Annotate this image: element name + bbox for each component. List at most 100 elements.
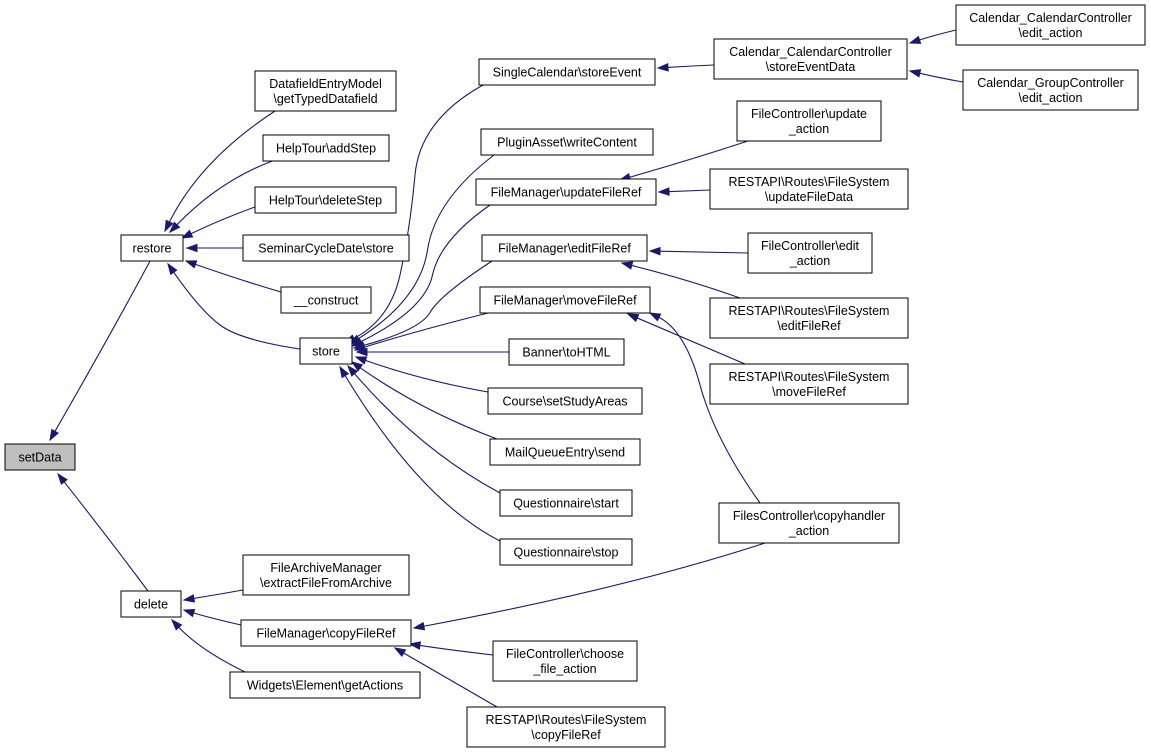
arrowhead-icon bbox=[657, 187, 670, 196]
node-box[interactable] bbox=[466, 706, 666, 748]
node-box[interactable] bbox=[280, 286, 372, 314]
node-box[interactable] bbox=[718, 502, 900, 544]
node-ccsed[interactable]: Calendar_CalendarController\storeEventDa… bbox=[713, 38, 908, 80]
node-fcchoose[interactable]: FileController\choose_file_action bbox=[492, 640, 638, 682]
node-htadd[interactable]: HelpTour\addStep bbox=[262, 134, 390, 162]
node-box[interactable] bbox=[242, 234, 410, 262]
node-fmupd[interactable]: FileManager\updateFileRef bbox=[475, 178, 657, 206]
node-fmmove[interactable]: FileManager\moveFileRef bbox=[479, 286, 651, 314]
node-qstop[interactable]: Questionnaire\stop bbox=[499, 538, 633, 566]
edge-line bbox=[177, 626, 246, 673]
node-label: Calendar_CalendarController bbox=[969, 11, 1132, 25]
edge-htadd-to-restore bbox=[168, 159, 276, 234]
node-store[interactable]: store bbox=[299, 337, 353, 365]
node-fcedit[interactable]: FileController\edit_action bbox=[747, 232, 873, 274]
node-wega[interactable]: Widgets\Element\getActions bbox=[229, 671, 421, 699]
edge-line bbox=[54, 260, 151, 433]
edge-rfsedit-to-fmedit bbox=[620, 261, 741, 299]
node-ccedit[interactable]: Calendar_CalendarController\edit_action bbox=[955, 4, 1146, 46]
node-box[interactable] bbox=[499, 489, 633, 517]
arrowhead-icon bbox=[57, 472, 68, 485]
node-label: FilesController\copyhandler bbox=[733, 509, 885, 523]
node-label: \moveFileRef bbox=[772, 385, 846, 399]
node-label: RESTAPI\Routes\FileSystem bbox=[729, 304, 890, 318]
edge-line bbox=[344, 374, 501, 542]
node-fscopy[interactable]: FilesController\copyhandler_action bbox=[718, 502, 900, 544]
arrowhead-icon bbox=[180, 229, 194, 239]
node-box[interactable] bbox=[120, 590, 182, 618]
node-label: FileController\choose bbox=[506, 647, 624, 661]
arrowhead-icon bbox=[347, 364, 359, 377]
node-paw[interactable]: PluginAsset\writeContent bbox=[480, 128, 654, 156]
node-setData[interactable]: setData bbox=[4, 443, 76, 471]
arrowhead-icon bbox=[49, 428, 59, 442]
node-box[interactable] bbox=[736, 100, 882, 142]
node-scstore[interactable]: SingleCalendar\storeEvent bbox=[478, 58, 656, 86]
node-box[interactable] bbox=[254, 186, 397, 214]
node-qstart[interactable]: Questionnaire\start bbox=[499, 489, 633, 517]
node-dem[interactable]: DatafieldEntryModel\getTypedDatafield bbox=[254, 70, 397, 112]
node-label: delete bbox=[134, 598, 168, 612]
edge-ccedit-to-ccsed bbox=[908, 29, 957, 44]
node-box[interactable] bbox=[481, 234, 648, 262]
node-box[interactable] bbox=[747, 232, 873, 274]
node-box[interactable] bbox=[499, 538, 633, 566]
node-delete[interactable]: delete bbox=[120, 590, 182, 618]
arrowhead-icon bbox=[170, 618, 183, 631]
edge-line bbox=[918, 29, 957, 41]
node-banner[interactable]: Banner\toHTML bbox=[508, 338, 625, 366]
node-label: HelpTour\addStep bbox=[276, 142, 376, 156]
node-box[interactable] bbox=[709, 297, 909, 339]
node-label: _file_action bbox=[532, 662, 596, 676]
node-box[interactable] bbox=[299, 337, 353, 365]
node-label: \getTypedDatafield bbox=[273, 92, 377, 106]
node-box[interactable] bbox=[492, 640, 638, 682]
node-fmedit[interactable]: FileManager\editFileRef bbox=[481, 234, 648, 262]
edge-fmedit-to-store bbox=[352, 260, 493, 350]
node-box[interactable] bbox=[478, 58, 656, 86]
node-label: FileManager\moveFileRef bbox=[493, 294, 637, 308]
node-box[interactable] bbox=[262, 134, 390, 162]
node-box[interactable] bbox=[508, 338, 625, 366]
node-box[interactable] bbox=[487, 387, 643, 415]
node-label: Questionnaire\stop bbox=[514, 546, 619, 560]
node-rfsmove[interactable]: RESTAPI\Routes\FileSystem\moveFileRef bbox=[709, 363, 909, 405]
node-restore[interactable]: restore bbox=[120, 234, 184, 262]
node-scd[interactable]: SeminarCycleDate\store bbox=[242, 234, 410, 262]
node-htdel[interactable]: HelpTour\deleteStep bbox=[254, 186, 397, 214]
node-mqe[interactable]: MailQueueEntry\send bbox=[489, 438, 641, 466]
node-box[interactable] bbox=[4, 443, 76, 471]
node-fam[interactable]: FileArchiveManager\extractFileFromArchiv… bbox=[242, 554, 410, 596]
edge-line bbox=[918, 72, 964, 83]
arrowhead-icon bbox=[184, 260, 198, 269]
node-box[interactable] bbox=[242, 554, 410, 596]
node-label: RESTAPI\Routes\FileSystem bbox=[729, 370, 890, 384]
node-label: \copyFileRef bbox=[531, 728, 601, 742]
node-course[interactable]: Course\setStudyAreas bbox=[487, 387, 643, 415]
node-fcupd[interactable]: FileController\update_action bbox=[736, 100, 882, 142]
node-box[interactable] bbox=[709, 363, 909, 405]
node-box[interactable] bbox=[713, 38, 908, 80]
node-construct[interactable]: __construct bbox=[280, 286, 372, 314]
node-box[interactable] bbox=[489, 438, 641, 466]
node-rfsupd[interactable]: RESTAPI\Routes\FileSystem\updateFileData bbox=[709, 168, 909, 210]
node-box[interactable] bbox=[480, 128, 654, 156]
node-label: setData bbox=[18, 451, 61, 465]
arrowhead-icon bbox=[648, 312, 662, 322]
node-fmcopy[interactable]: FileManager\copyFileRef bbox=[240, 619, 412, 647]
node-box[interactable] bbox=[475, 178, 657, 206]
node-rfsedit[interactable]: RESTAPI\Routes\FileSystem\editFileRef bbox=[709, 297, 909, 339]
node-box[interactable] bbox=[120, 234, 184, 262]
edge-line bbox=[636, 317, 746, 365]
node-box[interactable] bbox=[962, 69, 1139, 111]
node-gcedit[interactable]: Calendar_GroupController\edit_action bbox=[962, 69, 1139, 111]
node-box[interactable] bbox=[709, 168, 909, 210]
node-box[interactable] bbox=[240, 619, 412, 647]
node-box[interactable] bbox=[254, 70, 397, 112]
node-box[interactable] bbox=[955, 4, 1146, 46]
node-rfscopy[interactable]: RESTAPI\Routes\FileSystem\copyFileRef bbox=[466, 706, 666, 748]
node-box[interactable] bbox=[479, 286, 651, 314]
edge-qstop-to-store bbox=[339, 365, 501, 542]
node-box[interactable] bbox=[229, 671, 421, 699]
